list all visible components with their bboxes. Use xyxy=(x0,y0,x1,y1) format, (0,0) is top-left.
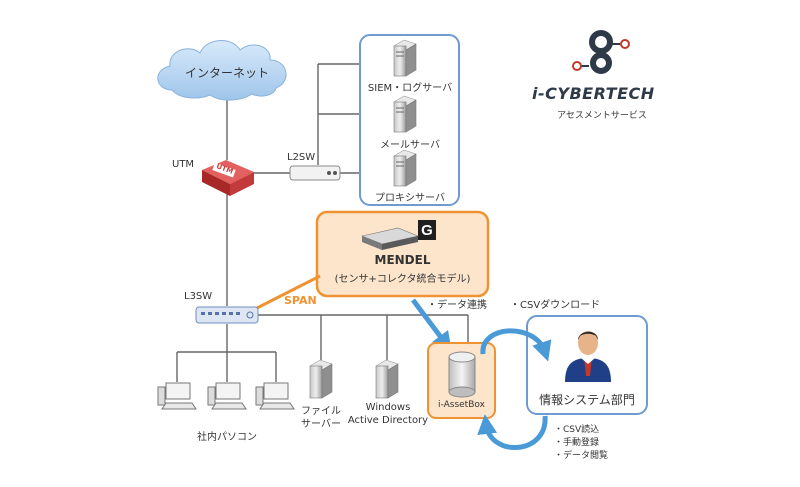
mail-server xyxy=(393,95,417,133)
brand-name: i-CYBERTECH xyxy=(532,84,655,103)
data-link-arrow xyxy=(411,298,452,352)
file-server xyxy=(309,359,333,399)
brand-tagline: アセスメントサービス xyxy=(557,111,647,121)
mendel-logo-letter: G xyxy=(421,222,433,239)
l2sw-label: L2SW xyxy=(287,152,316,163)
action-manual-register: ・手動登録 xyxy=(554,438,600,448)
l3sw-label: L3SW xyxy=(184,291,213,302)
brand-logo-icon xyxy=(572,30,630,74)
proxy-server xyxy=(393,149,417,187)
action-csv-read: ・CSV読込 xyxy=(554,425,600,435)
ad-server-label-2: Active Directory xyxy=(347,415,429,426)
internet-label: インターネット xyxy=(184,66,269,80)
mail-server-label: メールサーバ xyxy=(380,140,440,151)
pc-3 xyxy=(255,382,295,410)
assetbox-label: i-AssetBox xyxy=(438,400,485,410)
action-data-view: ・データ閲覧 xyxy=(554,451,609,461)
siem-server xyxy=(393,39,417,77)
ad-server xyxy=(375,359,399,399)
pc-1 xyxy=(157,382,197,410)
pc-2 xyxy=(207,382,247,410)
file-server-label-2: サーバー xyxy=(301,419,341,430)
span-line xyxy=(256,274,321,310)
connection-lines xyxy=(176,63,469,382)
mendel-subtitle: (センサ+コレクタ統合モデル) xyxy=(334,274,471,285)
utm-label: UTM xyxy=(172,159,195,170)
span-label: SPAN xyxy=(284,294,317,307)
mendel-title: MENDEL xyxy=(374,253,431,267)
mendel-box xyxy=(315,210,490,298)
data-link-label: ・データ連携 xyxy=(427,300,487,311)
user-person-icon xyxy=(565,331,611,382)
l2sw-switch xyxy=(289,165,341,181)
proxy-server-label: プロキシサーバ xyxy=(375,193,445,204)
it-dept-label: 情報システム部門 xyxy=(539,393,635,407)
file-server-label-1: ファイル xyxy=(301,406,341,417)
l3sw-switch xyxy=(195,306,259,324)
csv-download-label: ・CSVダウンロード xyxy=(510,300,601,311)
ad-server-label-1: Windows xyxy=(365,402,411,413)
csv-read-arrow xyxy=(477,414,548,450)
siem-server-label: SIEM・ログサーバ xyxy=(367,83,453,94)
mendel-logo: G xyxy=(418,220,436,240)
internet-cloud xyxy=(157,40,287,101)
assetbox-database xyxy=(448,351,476,398)
csv-download-arrow xyxy=(480,328,552,362)
pcs-label: 社内パソコン xyxy=(197,432,257,443)
utm-appliance xyxy=(202,160,254,196)
